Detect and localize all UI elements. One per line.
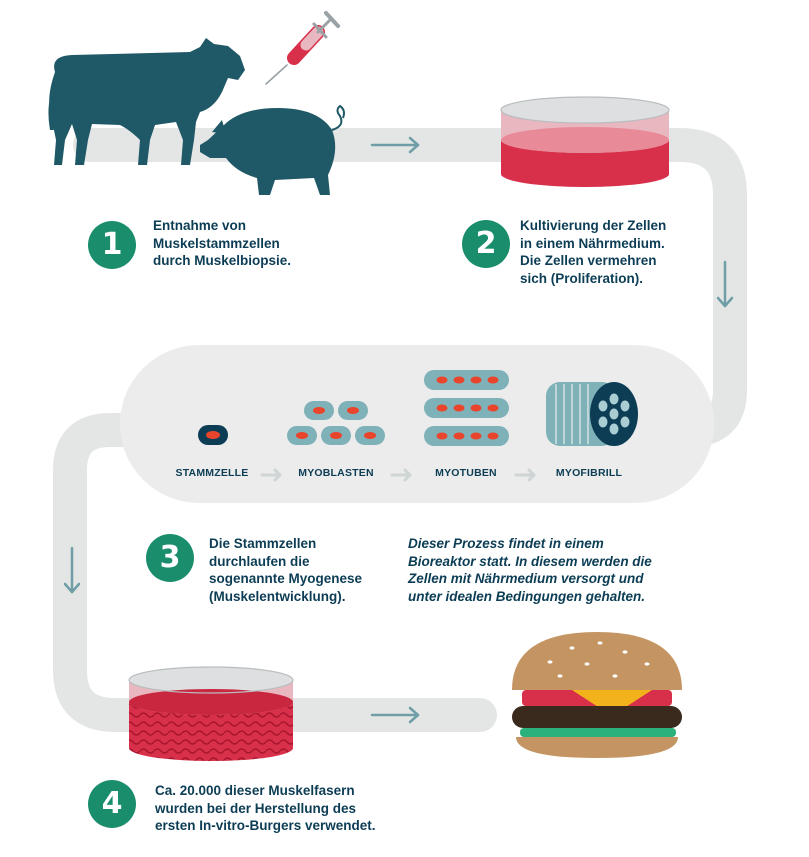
syringe-icon [265, 11, 340, 85]
arrow-down-icon [63, 546, 81, 594]
step-4-description: Ca. 20.000 dieser Muskelfasern wurden be… [155, 782, 376, 835]
stage-label-myoblasten: MYOBLASTEN [298, 467, 374, 479]
step-3-line: Die Stammzellen [209, 536, 317, 551]
myoblast-cells-icon [287, 401, 385, 445]
note-line: unter idealen Bedingungen gehalten. [408, 588, 646, 604]
step-2-number-badge: 2 [462, 220, 510, 268]
step-1-description: Entnahme von Muskelstammzellen durch Mus… [153, 217, 291, 270]
arrow-right-icon [370, 706, 420, 724]
step-1-line: Entnahme von [153, 218, 247, 233]
stem-cell-icon [198, 425, 228, 445]
step-3-number-badge: 3 [146, 534, 194, 582]
myofibril-icon [546, 382, 638, 446]
step-2-line: in einem Nährmedium. [520, 235, 665, 251]
step-1-line: Muskelstammzellen [153, 235, 280, 251]
step-3-line: durchlaufen die [209, 553, 310, 569]
step-4-line: Ca. 20.000 dieser Muskelfasern [155, 783, 355, 798]
step-1-line: durch Muskelbiopsie. [153, 253, 292, 268]
burger-icon [512, 632, 682, 758]
stage-label-myofibrill: MYOFIBRILL [555, 467, 623, 479]
note-line: Zellen mit Nährmedium versorgt und [408, 571, 644, 586]
step-2-description: Kultivierung der Zellen in einem Nährmed… [520, 217, 666, 287]
stage-arrow-icon [260, 468, 282, 482]
arrow-right-icon [370, 136, 420, 154]
step-4-line: ersten In-vitro-Burgers verwendet. [155, 818, 376, 833]
step-4-line: wurden bei der Herstellung des [155, 800, 357, 816]
step-3-line: sogenannte Myogenese [209, 571, 363, 586]
step-4-number-badge: 4 [88, 780, 136, 828]
stage-arrow-icon [514, 468, 536, 482]
myotube-cells-icon [424, 370, 509, 446]
arrow-down-icon [716, 260, 734, 308]
note-line: Dieser Prozess findet in einem [408, 536, 604, 551]
step-3-line: (Muskelentwicklung). [209, 588, 346, 604]
step-2-line: Kultivierung der Zellen [520, 218, 667, 233]
stage-label-stammzelle: STAMMZELLE [175, 467, 249, 479]
stage-arrow-icon [390, 468, 412, 482]
step-2-line: sich (Proliferation). [520, 270, 644, 286]
cow-icon [48, 38, 245, 165]
pig-icon [200, 104, 345, 195]
step-3-description: Die Stammzellen durchlaufen die sogenann… [209, 535, 362, 605]
bioreactor-note: Dieser Prozess findet in einem Bioreakto… [408, 535, 652, 605]
petri-dish-culture-icon [500, 96, 670, 187]
stage-label-myotuben: MYOTUBEN [435, 467, 497, 479]
step-2-line: Die Zellen vermehren [520, 253, 657, 268]
petri-dish-muscle-fibers-icon [128, 666, 294, 761]
step-1-number-badge: 1 [88, 221, 136, 269]
note-line: Bioreaktor statt. In diesem werden die [408, 553, 652, 569]
